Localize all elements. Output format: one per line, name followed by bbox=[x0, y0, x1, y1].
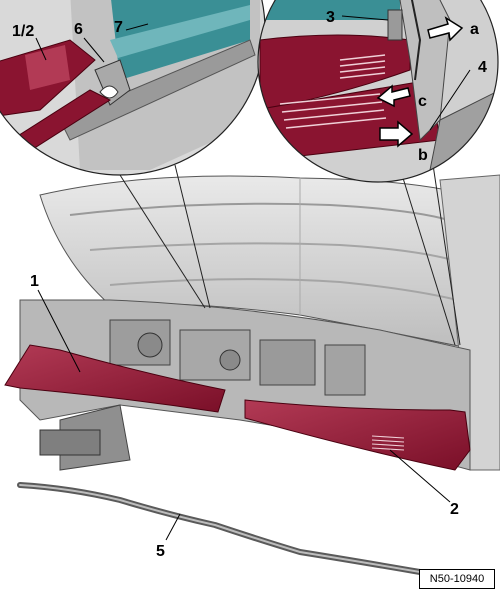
arrow-c bbox=[376, 84, 411, 108]
callout-a: a bbox=[470, 21, 479, 38]
callout-1: 1 bbox=[30, 273, 39, 290]
right-plenum-cover bbox=[244, 399, 471, 471]
callout-5: 5 bbox=[156, 543, 165, 560]
callout-1-2: 1/2 bbox=[12, 23, 34, 40]
callout-b: b bbox=[418, 147, 428, 164]
leader-lines bbox=[35, 15, 471, 541]
callout-4: 4 bbox=[478, 59, 487, 76]
callout-c: c bbox=[418, 93, 427, 110]
right-fender bbox=[439, 174, 500, 471]
left-plenum-cover bbox=[4, 344, 226, 413]
callout-2: 2 bbox=[450, 501, 459, 518]
callout-6: 6 bbox=[74, 21, 83, 38]
seal-strip bbox=[17, 482, 423, 575]
detail-circle-right bbox=[257, 0, 499, 183]
figure-reference-number: N50-10940 bbox=[419, 569, 495, 589]
arrow-a bbox=[427, 16, 464, 42]
callout-3: 3 bbox=[326, 9, 335, 26]
right-cover-vents bbox=[371, 435, 405, 451]
detail-connector-lines bbox=[119, 157, 461, 346]
callout-7: 7 bbox=[114, 19, 123, 36]
detail-circle-left bbox=[0, 0, 266, 176]
arrow-b bbox=[379, 120, 414, 148]
